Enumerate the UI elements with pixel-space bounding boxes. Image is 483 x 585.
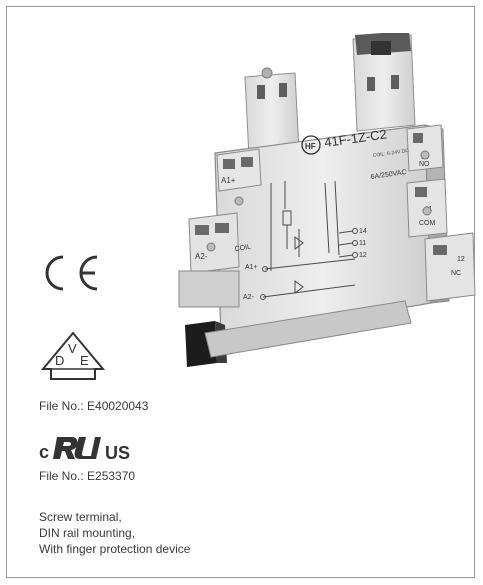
vde-mark-icon: D V E <box>40 331 106 380</box>
ul-file-number: File No.: E253370 <box>39 469 136 483</box>
feature-item: Screw terminal, <box>39 510 122 524</box>
vde-letter-d: D <box>55 353 64 368</box>
vde-letter-v: V <box>68 341 77 356</box>
brand-logo-text: HF <box>305 142 316 151</box>
vde-letter-e: E <box>80 353 89 368</box>
terminal-label-com: COM <box>419 220 436 227</box>
terminal-label-no: NO <box>419 161 430 168</box>
schematic-terminal-14: 14 <box>359 228 367 235</box>
coil-label: COIL <box>234 244 251 253</box>
schematic-terminal-12: 12 <box>359 252 367 259</box>
terminal-num-nc: 12 <box>457 256 465 263</box>
schematic-label-a1: A1+ <box>245 264 258 271</box>
ce-mark-icon: CE <box>37 253 98 291</box>
ul-us-text: US <box>105 443 130 463</box>
coil-rating: COIL: 6-24V DC <box>372 148 409 159</box>
feature-item: With finger protection device <box>39 542 191 556</box>
terminal-label-a2-left: A2- <box>195 252 208 261</box>
schematic-label-a2: A2- <box>243 294 255 301</box>
feature-item: DIN rail mounting, <box>39 526 136 540</box>
feature-list: Screw terminal, DIN rail mounting, With … <box>39 509 190 557</box>
contact-rating: 6A/250VAC <box>370 169 407 181</box>
wiring-schematic <box>262 180 356 298</box>
datasheet-panel: A1+ A2- 14 NO 11 COM 12 NC HF 41F-1Z-C2 … <box>6 6 476 578</box>
cul-us-mark-icon: c US <box>39 437 130 463</box>
relay-socket-image: A1+ A2- 14 NO 11 COM 12 NC HF 41F-1Z-C2 … <box>178 33 476 367</box>
vde-file-number: File No.: E40020043 <box>39 399 149 413</box>
terminal-label-a1-top: A1+ <box>221 176 236 185</box>
ce-mark-text: CE <box>37 253 39 254</box>
ul-c-text: c <box>39 442 49 462</box>
terminal-label-nc: NC <box>451 270 461 277</box>
schematic-terminal-11: 11 <box>359 240 366 247</box>
